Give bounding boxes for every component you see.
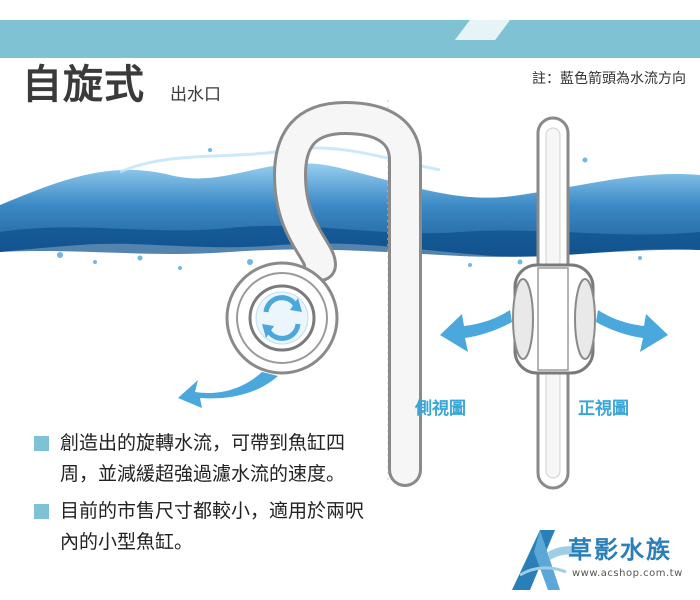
- side-view-label: 側視圖: [415, 399, 466, 419]
- top-band: [0, 20, 700, 58]
- front-view-label: 正視圖: [578, 399, 629, 419]
- feature-item: 目前的市售尺寸都較小，適用於兩呎內的小型魚缸。: [34, 496, 364, 558]
- brand-name: 草影水族: [568, 536, 672, 564]
- flow-arrow-side: [178, 372, 278, 408]
- feature-item: 創造出的旋轉水流，可帶到魚缸四周，並減緩超強過濾水流的速度。: [34, 428, 364, 490]
- page-title: 自旋式: [22, 62, 145, 108]
- bullet-square-icon: [34, 436, 49, 451]
- brand-logo-icon: [512, 530, 582, 590]
- feature-text: 目前的市售尺寸都較小，適用於兩呎內的小型魚缸。: [60, 500, 365, 553]
- water-splash: [0, 146, 700, 270]
- feature-list: 創造出的旋轉水流，可帶到魚缸四周，並減緩超強過濾水流的速度。 目前的市售尺寸都較…: [34, 428, 364, 564]
- brand-url: www.acshop.com.tw: [572, 568, 683, 579]
- rotation-arrow-icon: [262, 295, 302, 341]
- flow-arrow-right: [596, 310, 668, 352]
- page-subtitle: 出水口: [170, 85, 221, 105]
- outlet-front-view: [512, 116, 596, 490]
- bullet-square-icon: [34, 504, 49, 519]
- feature-text: 創造出的旋轉水流，可帶到魚缸四周，並減緩超強過濾水流的速度。: [60, 432, 346, 485]
- arrow-note: 註：藍色箭頭為水流方向: [532, 71, 686, 87]
- flow-arrow-left: [440, 310, 512, 352]
